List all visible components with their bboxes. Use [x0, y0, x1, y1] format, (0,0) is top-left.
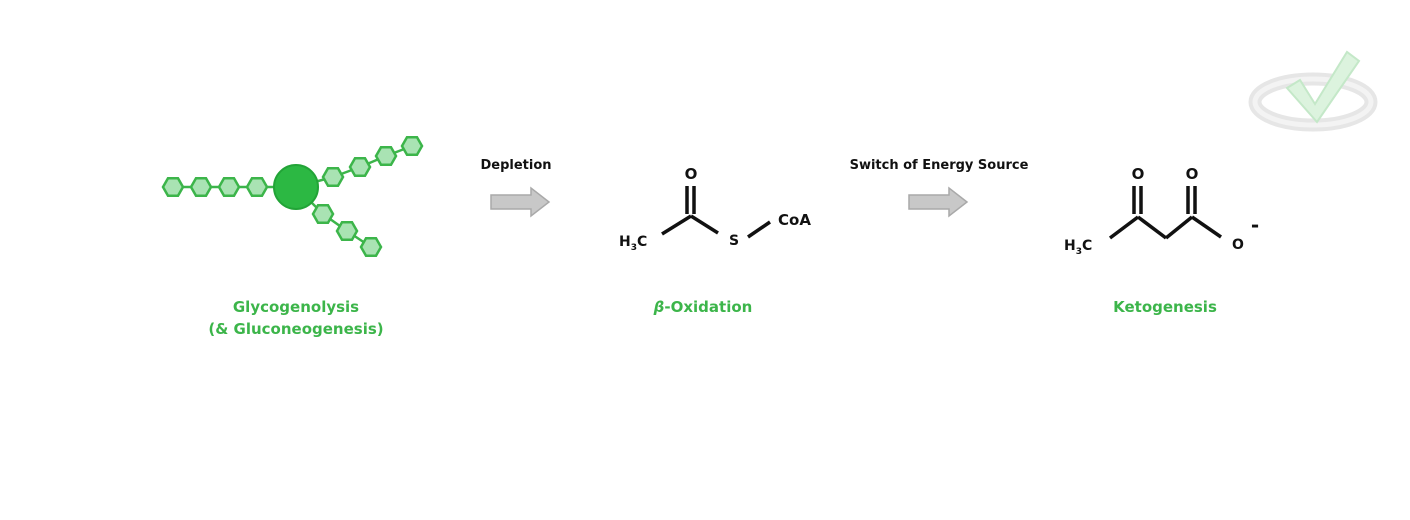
acetoacetate-methyl-subscript: 3: [1076, 247, 1082, 257]
glucose-unit: [161, 177, 185, 197]
beta-symbol: β: [653, 298, 665, 316]
acetyl-coa-structure: O H3C S CoA: [619, 165, 811, 253]
acid-oxygen: O: [1186, 165, 1199, 183]
negative-charge: -: [1251, 213, 1259, 237]
acetyl-methyl-group: H3C: [619, 234, 647, 253]
right-arrow-icon: [908, 186, 969, 218]
glucose-unit: [359, 237, 383, 257]
right-arrow-icon: [490, 186, 551, 218]
acetoacetate-bond-1: [1108, 215, 1140, 240]
acetyl-methyl-bond: [661, 214, 692, 236]
acetoacetate-structure: O O O - H3C: [1064, 165, 1259, 257]
acetoacetate-bond-3: [1164, 215, 1194, 240]
acetoacetate-methyl-c: C: [1082, 238, 1092, 254]
step-glycogenolysis-line2: (& Gluconeogenesis): [208, 320, 384, 338]
glucose-unit: [245, 177, 269, 197]
acetoacetate-methyl-h: H: [1064, 238, 1076, 254]
glucose-unit: [335, 221, 359, 241]
glucose-unit: [189, 177, 213, 197]
acetyl-carbonyl-oxygen: O: [685, 165, 698, 183]
ketone-oxygen: O: [1132, 165, 1145, 183]
acetyl-s-coa-bond: [747, 220, 771, 239]
glucose-unit: [217, 177, 241, 197]
glucose-unit: [400, 136, 424, 156]
step-beta-oxidation-label: β-Oxidation: [603, 296, 803, 318]
glycogenin-core: [273, 164, 319, 210]
acetyl-thioester-bond: [690, 214, 719, 235]
acetyl-methyl-subscript: 3: [631, 243, 637, 253]
glucose-unit: [311, 204, 335, 224]
acetoacetate-bond-2: [1136, 215, 1168, 240]
glucose-unit: [348, 157, 372, 177]
acetyl-coa-label: CoA: [778, 211, 811, 229]
step-ketogenesis-label: Ketogenesis: [1113, 298, 1217, 316]
arrow-energy-switch-label: Switch of Energy Source: [849, 158, 1029, 173]
arrow-depletion-label: Depletion: [480, 158, 552, 173]
oxide-oxygen: O: [1232, 237, 1244, 253]
step-glycogenolysis-line1: Glycogenolysis: [232, 298, 360, 316]
step-glycogenolysis-label: Glycogenolysis (& Gluconeogenesis): [196, 296, 396, 340]
acetoacetate-bond-4: [1191, 215, 1222, 239]
acetyl-methyl-c: C: [637, 234, 647, 250]
glycogen-branch-icon: [161, 136, 424, 257]
glycogen-hexes: [161, 136, 424, 257]
beta-oxidation-text: -Oxidation: [664, 298, 753, 316]
acetoacetate-methyl-group: H3C: [1064, 238, 1092, 257]
checkmark-logo-icon: [1248, 50, 1378, 132]
acetyl-methyl-h: H: [619, 234, 631, 250]
acetyl-sulfur: S: [729, 233, 739, 249]
glucose-unit: [374, 146, 398, 166]
glucose-unit: [321, 167, 345, 187]
